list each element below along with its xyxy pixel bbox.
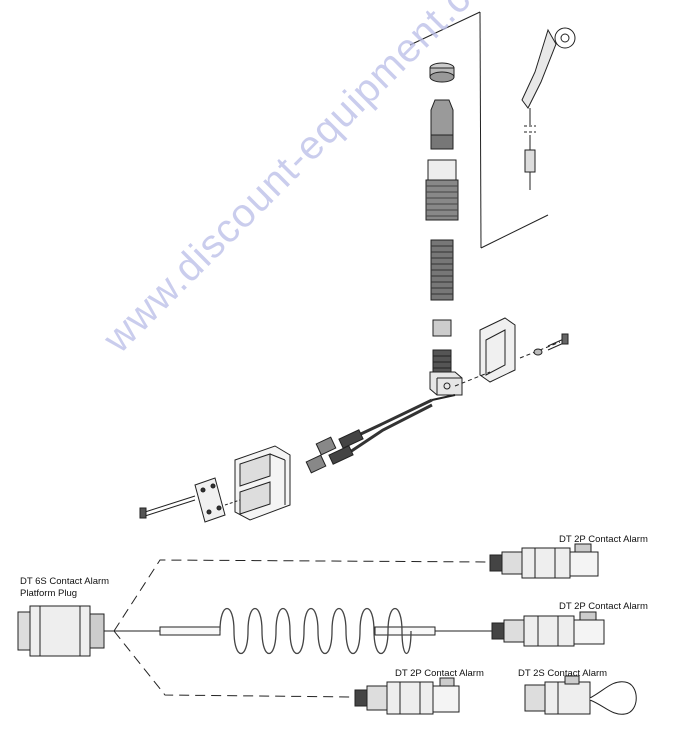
dt2p-connector-top xyxy=(489,543,599,579)
platform-plug xyxy=(17,605,114,657)
label-dt2p-top: DT 2P Contact Alarm xyxy=(559,534,648,545)
screw-right xyxy=(519,333,569,359)
dt2p-connector-bottom xyxy=(354,677,460,715)
label-dt2s: DT 2S Contact Alarm xyxy=(518,668,608,679)
mounting-plate xyxy=(194,477,226,523)
harness-cables xyxy=(305,394,456,474)
screw-left xyxy=(139,495,241,519)
label-platform-plug-line1: DT 6S Contact Alarm xyxy=(20,576,110,587)
label-platform-plug-line2: Platform Plug xyxy=(20,588,78,599)
mounting-bracket xyxy=(234,445,291,521)
label-dt2p-middle: DT 2P Contact Alarm xyxy=(559,601,648,612)
dt2p-connector-middle xyxy=(491,611,605,647)
junction-block xyxy=(429,371,463,396)
dt2s-connector xyxy=(524,675,637,715)
coiled-cable xyxy=(219,608,412,654)
clip-bracket xyxy=(454,317,516,387)
label-dt2p-bottom: DT 2P Contact Alarm xyxy=(395,668,484,679)
lever-switch xyxy=(521,27,576,190)
backing-panel xyxy=(409,11,549,249)
vertical-fitting-stack xyxy=(425,62,459,373)
